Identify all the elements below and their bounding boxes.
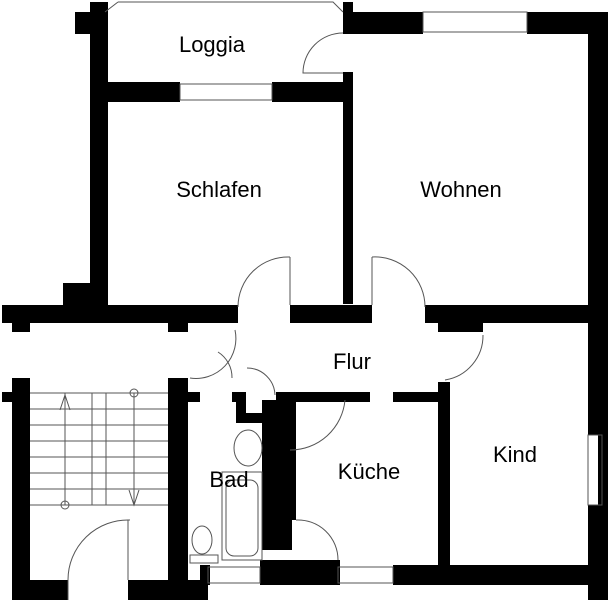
room-label-loggia: Loggia xyxy=(178,32,246,57)
room-label-kind: Kind xyxy=(492,442,538,467)
stairs xyxy=(30,388,168,510)
room-label-kueche: Küche xyxy=(337,459,401,484)
room-label-schlafen: Schlafen xyxy=(176,177,262,202)
windows-and-doors xyxy=(30,1,603,600)
room-label-wohnen: Wohnen xyxy=(420,177,502,202)
room-label-bad: Bad xyxy=(209,467,249,492)
room-label-flur: Flur xyxy=(333,349,371,374)
